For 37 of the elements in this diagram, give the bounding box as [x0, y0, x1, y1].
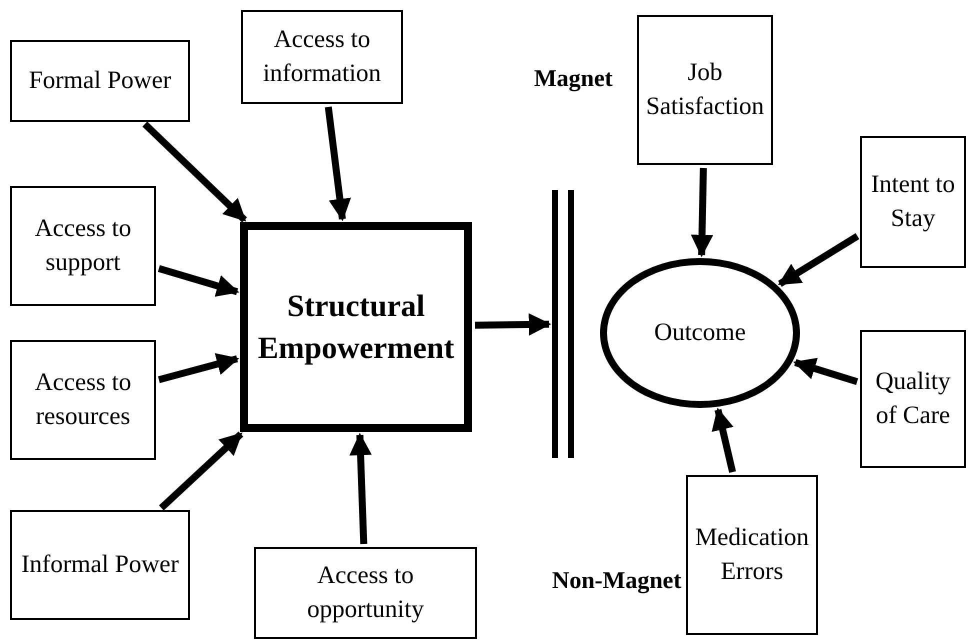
arrow: [349, 432, 372, 544]
process-box: [860, 136, 966, 268]
node-label: Structural Empowerment: [256, 287, 456, 367]
node-label: Quality of Care: [874, 367, 952, 431]
node-label: Job Satisfaction: [644, 58, 766, 122]
process-box: [686, 475, 818, 635]
process-box: [637, 15, 773, 165]
node-label: Informal Power: [21, 550, 179, 580]
group-label: Magnet: [534, 66, 613, 93]
arrow: [793, 358, 858, 386]
node-label: Access to support: [34, 214, 132, 278]
node-label: Access to opportunity: [306, 561, 425, 625]
node-label: Access to information: [262, 25, 382, 89]
node-label: Formal Power: [28, 66, 172, 96]
arrow: [690, 168, 714, 258]
process-box: [10, 510, 190, 620]
process-box: [10, 340, 156, 460]
arrow: [778, 233, 860, 287]
process-box: [254, 547, 477, 639]
node-label: Outcome: [654, 318, 746, 348]
group-label: Non-Magnet: [552, 568, 682, 595]
node-label: Access to resources: [34, 368, 132, 432]
process-box: [860, 330, 966, 468]
node-label: Medication Errors: [694, 523, 810, 587]
process-box: [10, 40, 190, 122]
arrow: [158, 431, 244, 511]
arrow: [158, 265, 240, 297]
central-box: [240, 222, 472, 432]
arrow: [158, 353, 240, 384]
arrow: [474, 313, 552, 336]
process-box: [241, 10, 403, 104]
arrow: [142, 122, 247, 222]
double-bar: [552, 190, 574, 458]
node-label: Intent to Stay: [870, 170, 956, 234]
process-box: [10, 186, 156, 306]
arrow: [712, 408, 736, 473]
arrow: [324, 106, 351, 222]
